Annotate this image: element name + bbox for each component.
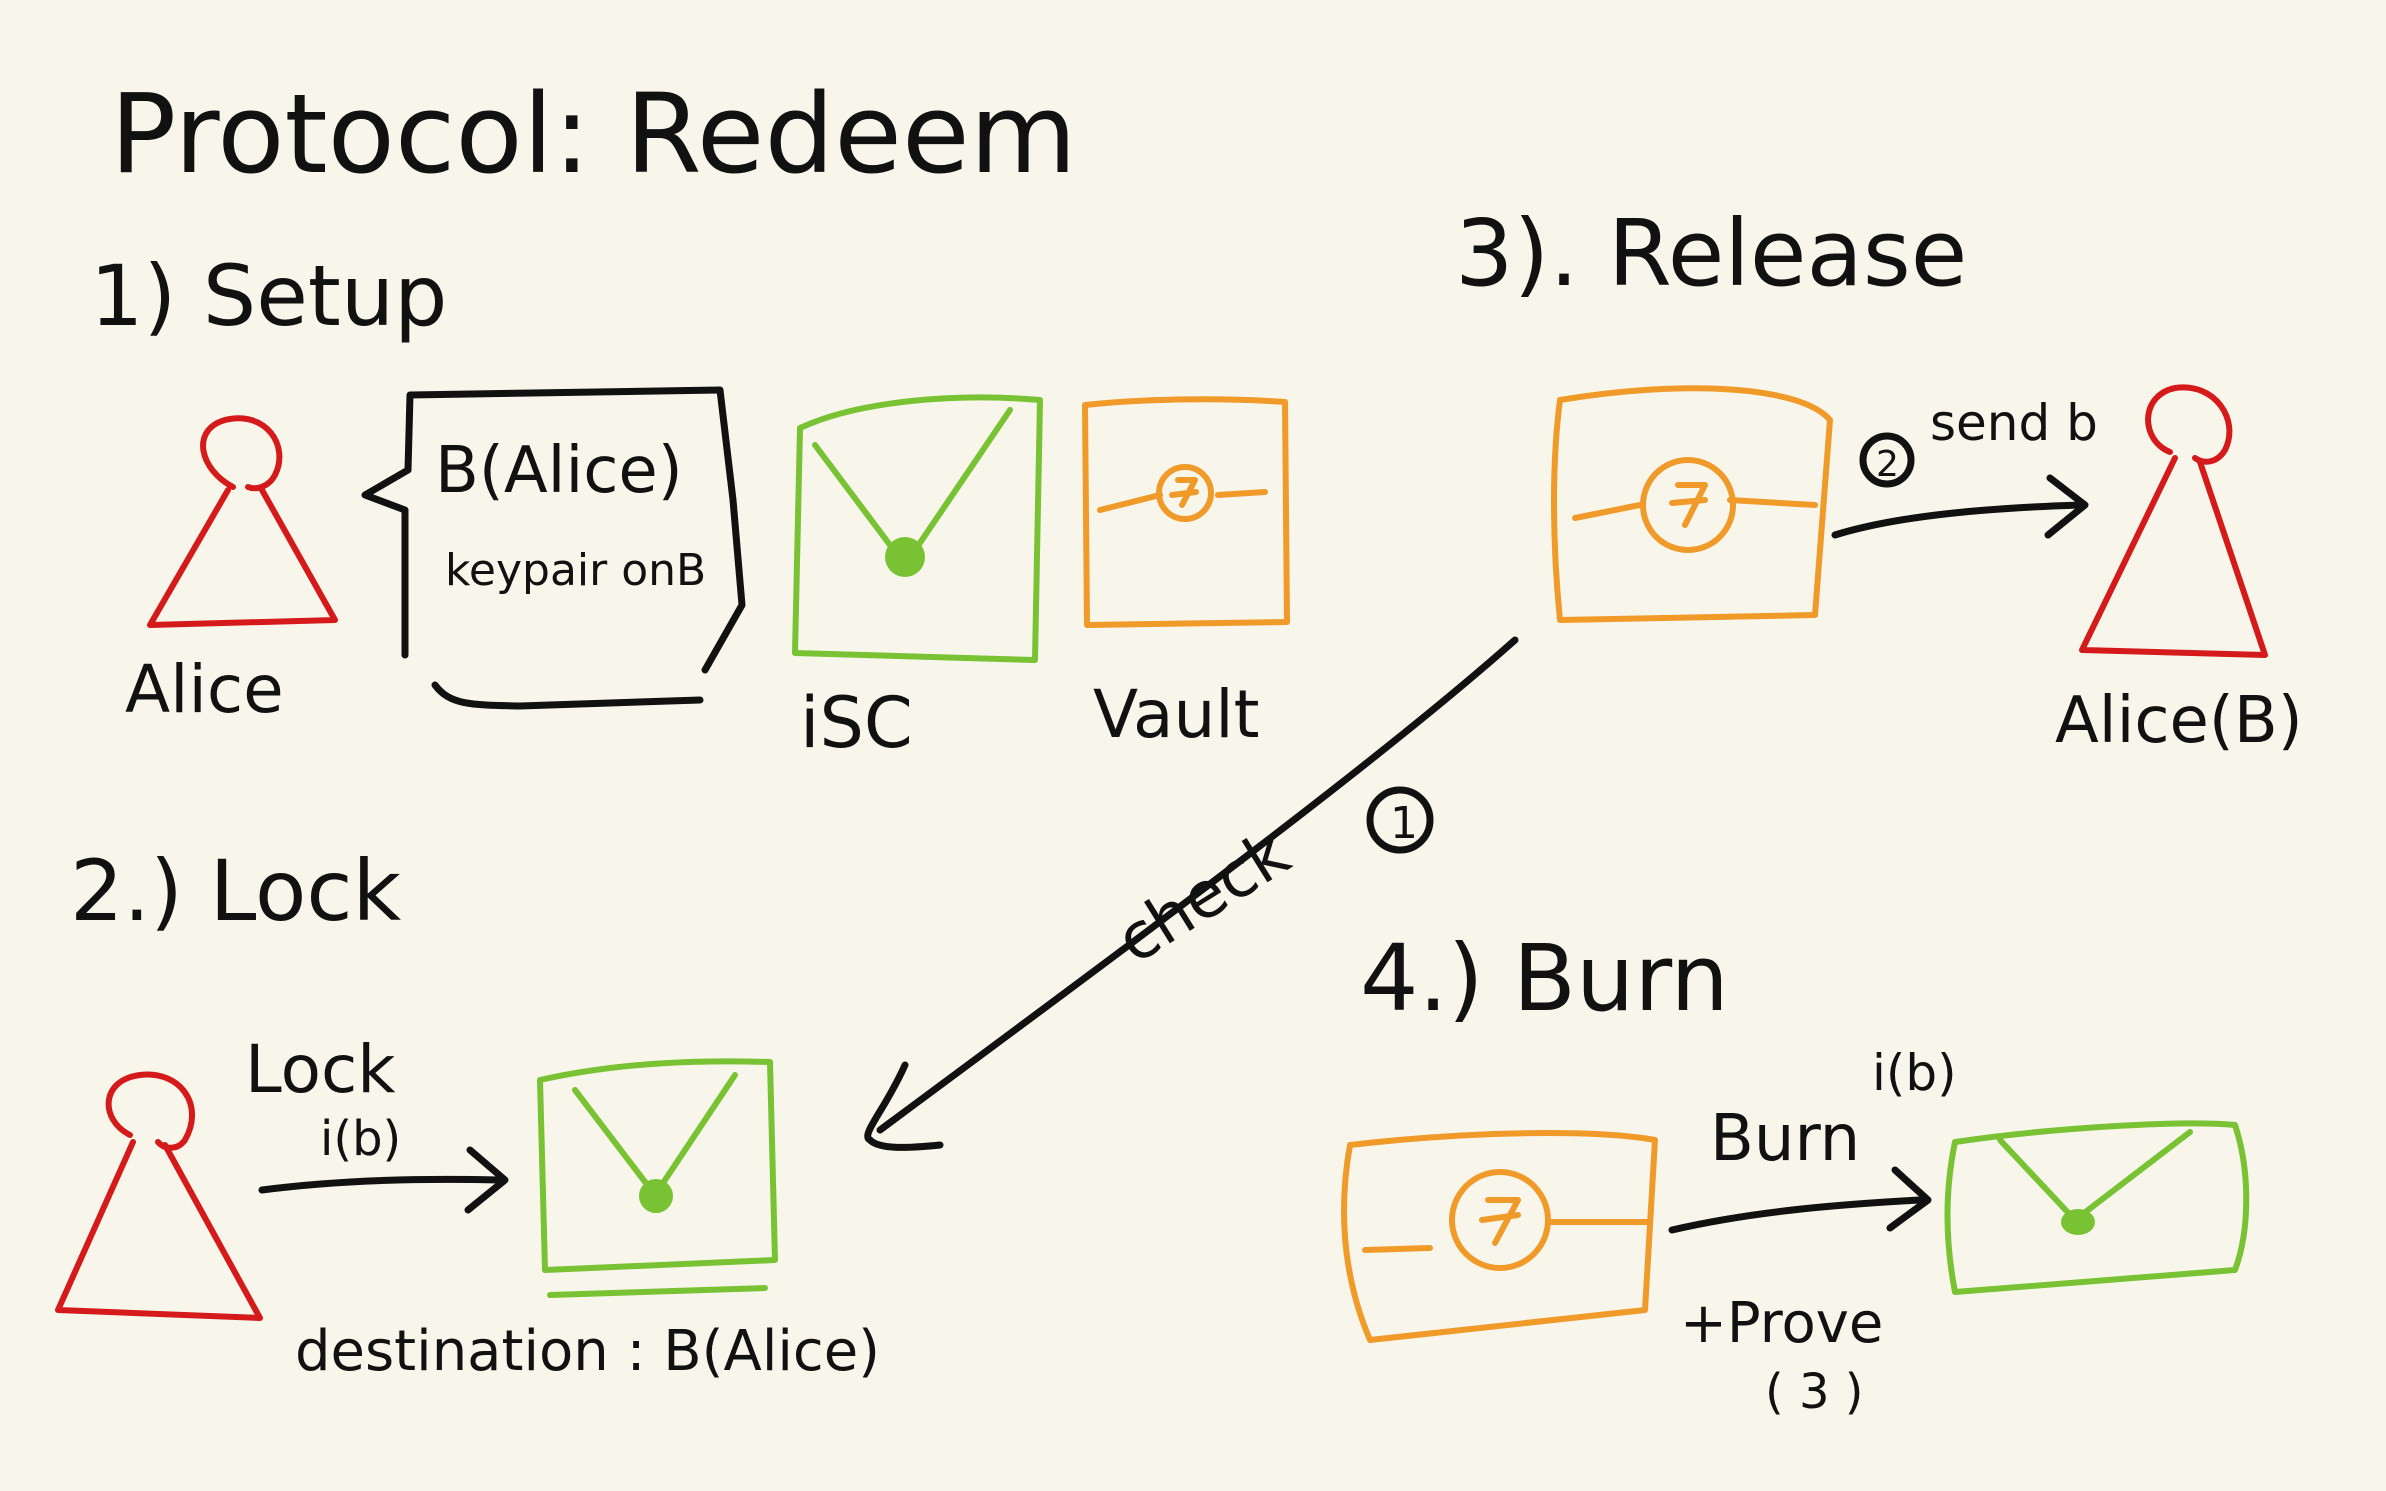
vault-label: Vault [1093,676,1260,753]
step-2-badge [1859,432,1915,488]
burn-arrow-label: Burn [1710,1102,1860,1176]
burn-contract-icon [1944,1120,2250,1295]
section-burn-heading: 4.) Burn [1360,925,1729,1032]
section-setup-heading: 1) Setup [90,247,447,345]
section-release-heading: 3). Release [1455,200,1967,307]
check-label: check [1104,817,1302,979]
vault-icon [1082,396,1290,628]
alice-lock-user-icon [55,1071,263,1321]
send-arrow [1831,474,2089,539]
isc-label: iSC [800,682,913,764]
step-1-badge [1366,786,1434,854]
alice-b-user-icon [2079,384,2268,658]
lock-arrow-label: Lock [245,1031,396,1108]
speech-bubble [361,386,746,710]
step-1-number: 1 [1390,798,1418,849]
lock-destination-label: destination : B(Alice) [295,1319,880,1384]
section-lock-heading: 2.) Lock [70,842,402,940]
lock-arrow [258,1146,509,1214]
speech-bubble-body: keypair onB [445,545,706,596]
burn-vault-icon [1341,1130,1658,1343]
speech-bubble-title: B(Alice) [435,434,683,508]
burn-top-label: i(b) [1872,1044,1957,1102]
alice-label: Alice [125,651,284,728]
lock-arrow-sublabel: i(b) [320,1111,401,1167]
send-b-label: send b [1930,394,2098,452]
prove-label: +Prove [1680,1291,1883,1356]
lock-contract-icon [537,1058,778,1298]
step-2-number: 2 [1876,444,1899,485]
alice-user-icon [147,415,338,628]
alice-b-label: Alice(B) [2055,684,2303,758]
burn-arrow [1668,1166,1932,1234]
page-title: Protocol: Redeem [110,70,1077,198]
release-vault-icon [1551,385,1833,623]
prove-ref-label: ( 3 ) [1765,1364,1864,1420]
check-arrow [864,636,1519,1151]
isc-contract-icon [792,394,1043,663]
